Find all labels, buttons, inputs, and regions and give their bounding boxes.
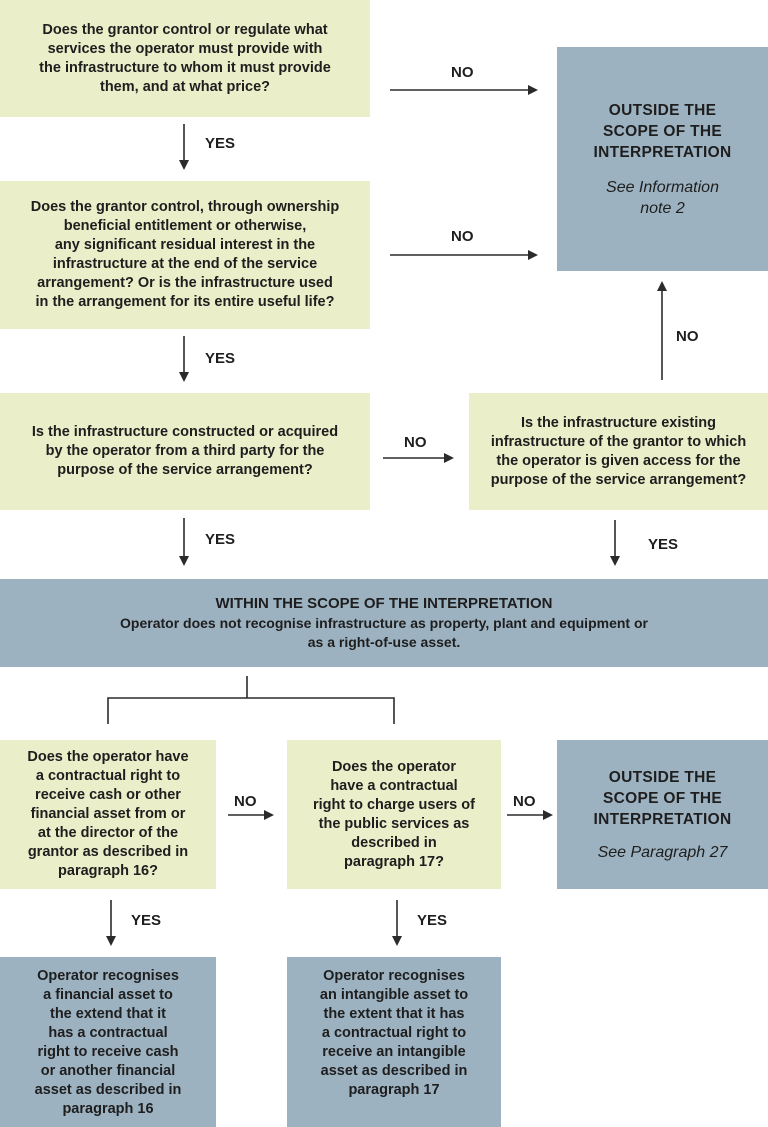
q4-line: Is the infrastructure existing — [521, 414, 716, 431]
outside1-title-line: INTERPRETATION — [593, 143, 732, 161]
q4-line: purpose of the service arrangement? — [490, 471, 747, 488]
label-yes-q1: YES — [205, 135, 236, 152]
q1-line: them, and at what price? — [100, 78, 270, 95]
within-title: WITHIN THE SCOPE OF THE INTERPRETATION — [215, 595, 553, 612]
result2-line: a contractual right to — [321, 1025, 467, 1041]
q4-line: infrastructure of the grantor to which — [490, 433, 747, 450]
question-right-to-charge-users: Does the operator have a contractual rig… — [287, 740, 501, 889]
q3-line: Is the infrastructure constructed or acq… — [31, 424, 339, 440]
q6-line: have a contractual — [330, 777, 458, 794]
outside2-note-line: See Paragraph 27 — [597, 843, 728, 861]
outcome-financial-asset: Operator recognises a financial asset to… — [0, 957, 216, 1127]
q5-line: grantor as described in — [27, 844, 189, 860]
question-grantor-residual-interest: Does the grantor control, through owners… — [0, 181, 370, 329]
q1-line: Does the grantor control or regulate wha… — [42, 21, 328, 38]
result1-line: the extend that it — [49, 1006, 166, 1022]
q2-line: beneficial entitlement or otherwise, — [63, 218, 307, 234]
result2-line: an intangible asset to — [319, 987, 469, 1003]
question-grantor-control-services: Does the grantor control or regulate wha… — [0, 0, 370, 117]
result1-line: has a contractual — [48, 1025, 168, 1041]
result1-line: asset as described in — [34, 1082, 182, 1098]
label-no-q1: NO — [451, 64, 474, 81]
outside1-title-line: SCOPE OF THE — [602, 122, 722, 140]
result2-line: Operator recognises — [323, 968, 465, 984]
q2-line: Does the grantor control, through owners… — [30, 199, 340, 215]
result1-line: or another financial — [40, 1063, 176, 1079]
result1-line: right to receive cash — [37, 1044, 179, 1060]
q2-line: in the arrangement for its entire useful… — [35, 294, 335, 310]
within-sub-line: as a right-of-use asset. — [307, 634, 461, 650]
q1-line: services the operator must provide with — [47, 40, 323, 57]
q6-line: the public services as — [318, 815, 470, 832]
label-no-q6: NO — [513, 793, 536, 810]
result1-line: Operator recognises — [37, 968, 179, 984]
label-no-q4: NO — [676, 328, 699, 345]
q4-line: the operator is given access for the — [496, 452, 741, 469]
result1-line: paragraph 16 — [62, 1101, 154, 1117]
outside1-note-line: See Information — [606, 178, 719, 196]
outcome-outside-scope-info-note: OUTSIDE THE SCOPE OF THE INTERPRETATION … — [557, 47, 768, 271]
outside2-title-line: OUTSIDE THE — [608, 768, 717, 786]
q6-line: described in — [351, 834, 437, 851]
question-infrastructure-constructed: Is the infrastructure constructed or acq… — [0, 393, 370, 510]
question-infrastructure-existing: Is the infrastructure existing infrastru… — [469, 393, 768, 510]
result1-line: a financial asset to — [43, 987, 173, 1003]
result2-line: the extent that it has — [323, 1006, 465, 1022]
result2-line: asset as described in — [320, 1063, 468, 1079]
within-sub-line: Operator does not recognise infrastructu… — [120, 615, 648, 631]
label-yes-q4: YES — [648, 536, 679, 553]
label-no-q5: NO — [234, 793, 257, 810]
label-yes-q2: YES — [205, 350, 236, 367]
result2-line: paragraph 17 — [348, 1082, 440, 1098]
q6-line: right to charge users of — [313, 796, 475, 813]
q5-line: Does the operator have — [27, 749, 189, 765]
outcome-intangible-asset: Operator recognises an intangible asset … — [287, 957, 501, 1127]
q5-line: a contractual right to — [35, 768, 181, 784]
q5-line: financial asset from or — [30, 806, 186, 822]
label-yes-q3: YES — [205, 531, 236, 548]
outcome-outside-scope-paragraph-27: OUTSIDE THE SCOPE OF THE INTERPRETATION … — [557, 740, 768, 889]
outside2-title-line: INTERPRETATION — [593, 810, 732, 828]
q6-line: Does the operator — [331, 758, 457, 775]
label-no-q2: NO — [451, 228, 474, 245]
q2-line: infrastructure at the end of the service — [52, 256, 318, 272]
label-yes-q6: YES — [417, 912, 448, 929]
q1-line: the infrastructure to whom it must provi… — [39, 59, 331, 76]
question-contractual-right-cash: Does the operator have a contractual rig… — [0, 740, 216, 889]
q5-line: receive cash or other — [35, 787, 181, 803]
q5-line: paragraph 16? — [58, 863, 158, 879]
q2-line: any significant residual interest in the — [54, 237, 316, 253]
q2-line: arrangement? Or is the infrastructure us… — [37, 275, 333, 291]
label-yes-q5: YES — [131, 912, 162, 929]
outcome-within-scope: WITHIN THE SCOPE OF THE INTERPRETATION O… — [0, 579, 768, 667]
outside2-title-line: SCOPE OF THE — [602, 789, 722, 807]
q3-line: by the operator from a third party for t… — [45, 443, 325, 459]
q3-line: purpose of the service arrangement? — [57, 462, 313, 478]
branch-connector — [107, 697, 395, 724]
outside1-note-line: note 2 — [640, 199, 685, 217]
q5-line: at the director of the — [37, 825, 179, 841]
label-no-q3: NO — [404, 434, 427, 451]
outside1-title-line: OUTSIDE THE — [608, 101, 717, 119]
q6-line: paragraph 17? — [344, 853, 444, 870]
result2-line: receive an intangible — [322, 1044, 466, 1060]
